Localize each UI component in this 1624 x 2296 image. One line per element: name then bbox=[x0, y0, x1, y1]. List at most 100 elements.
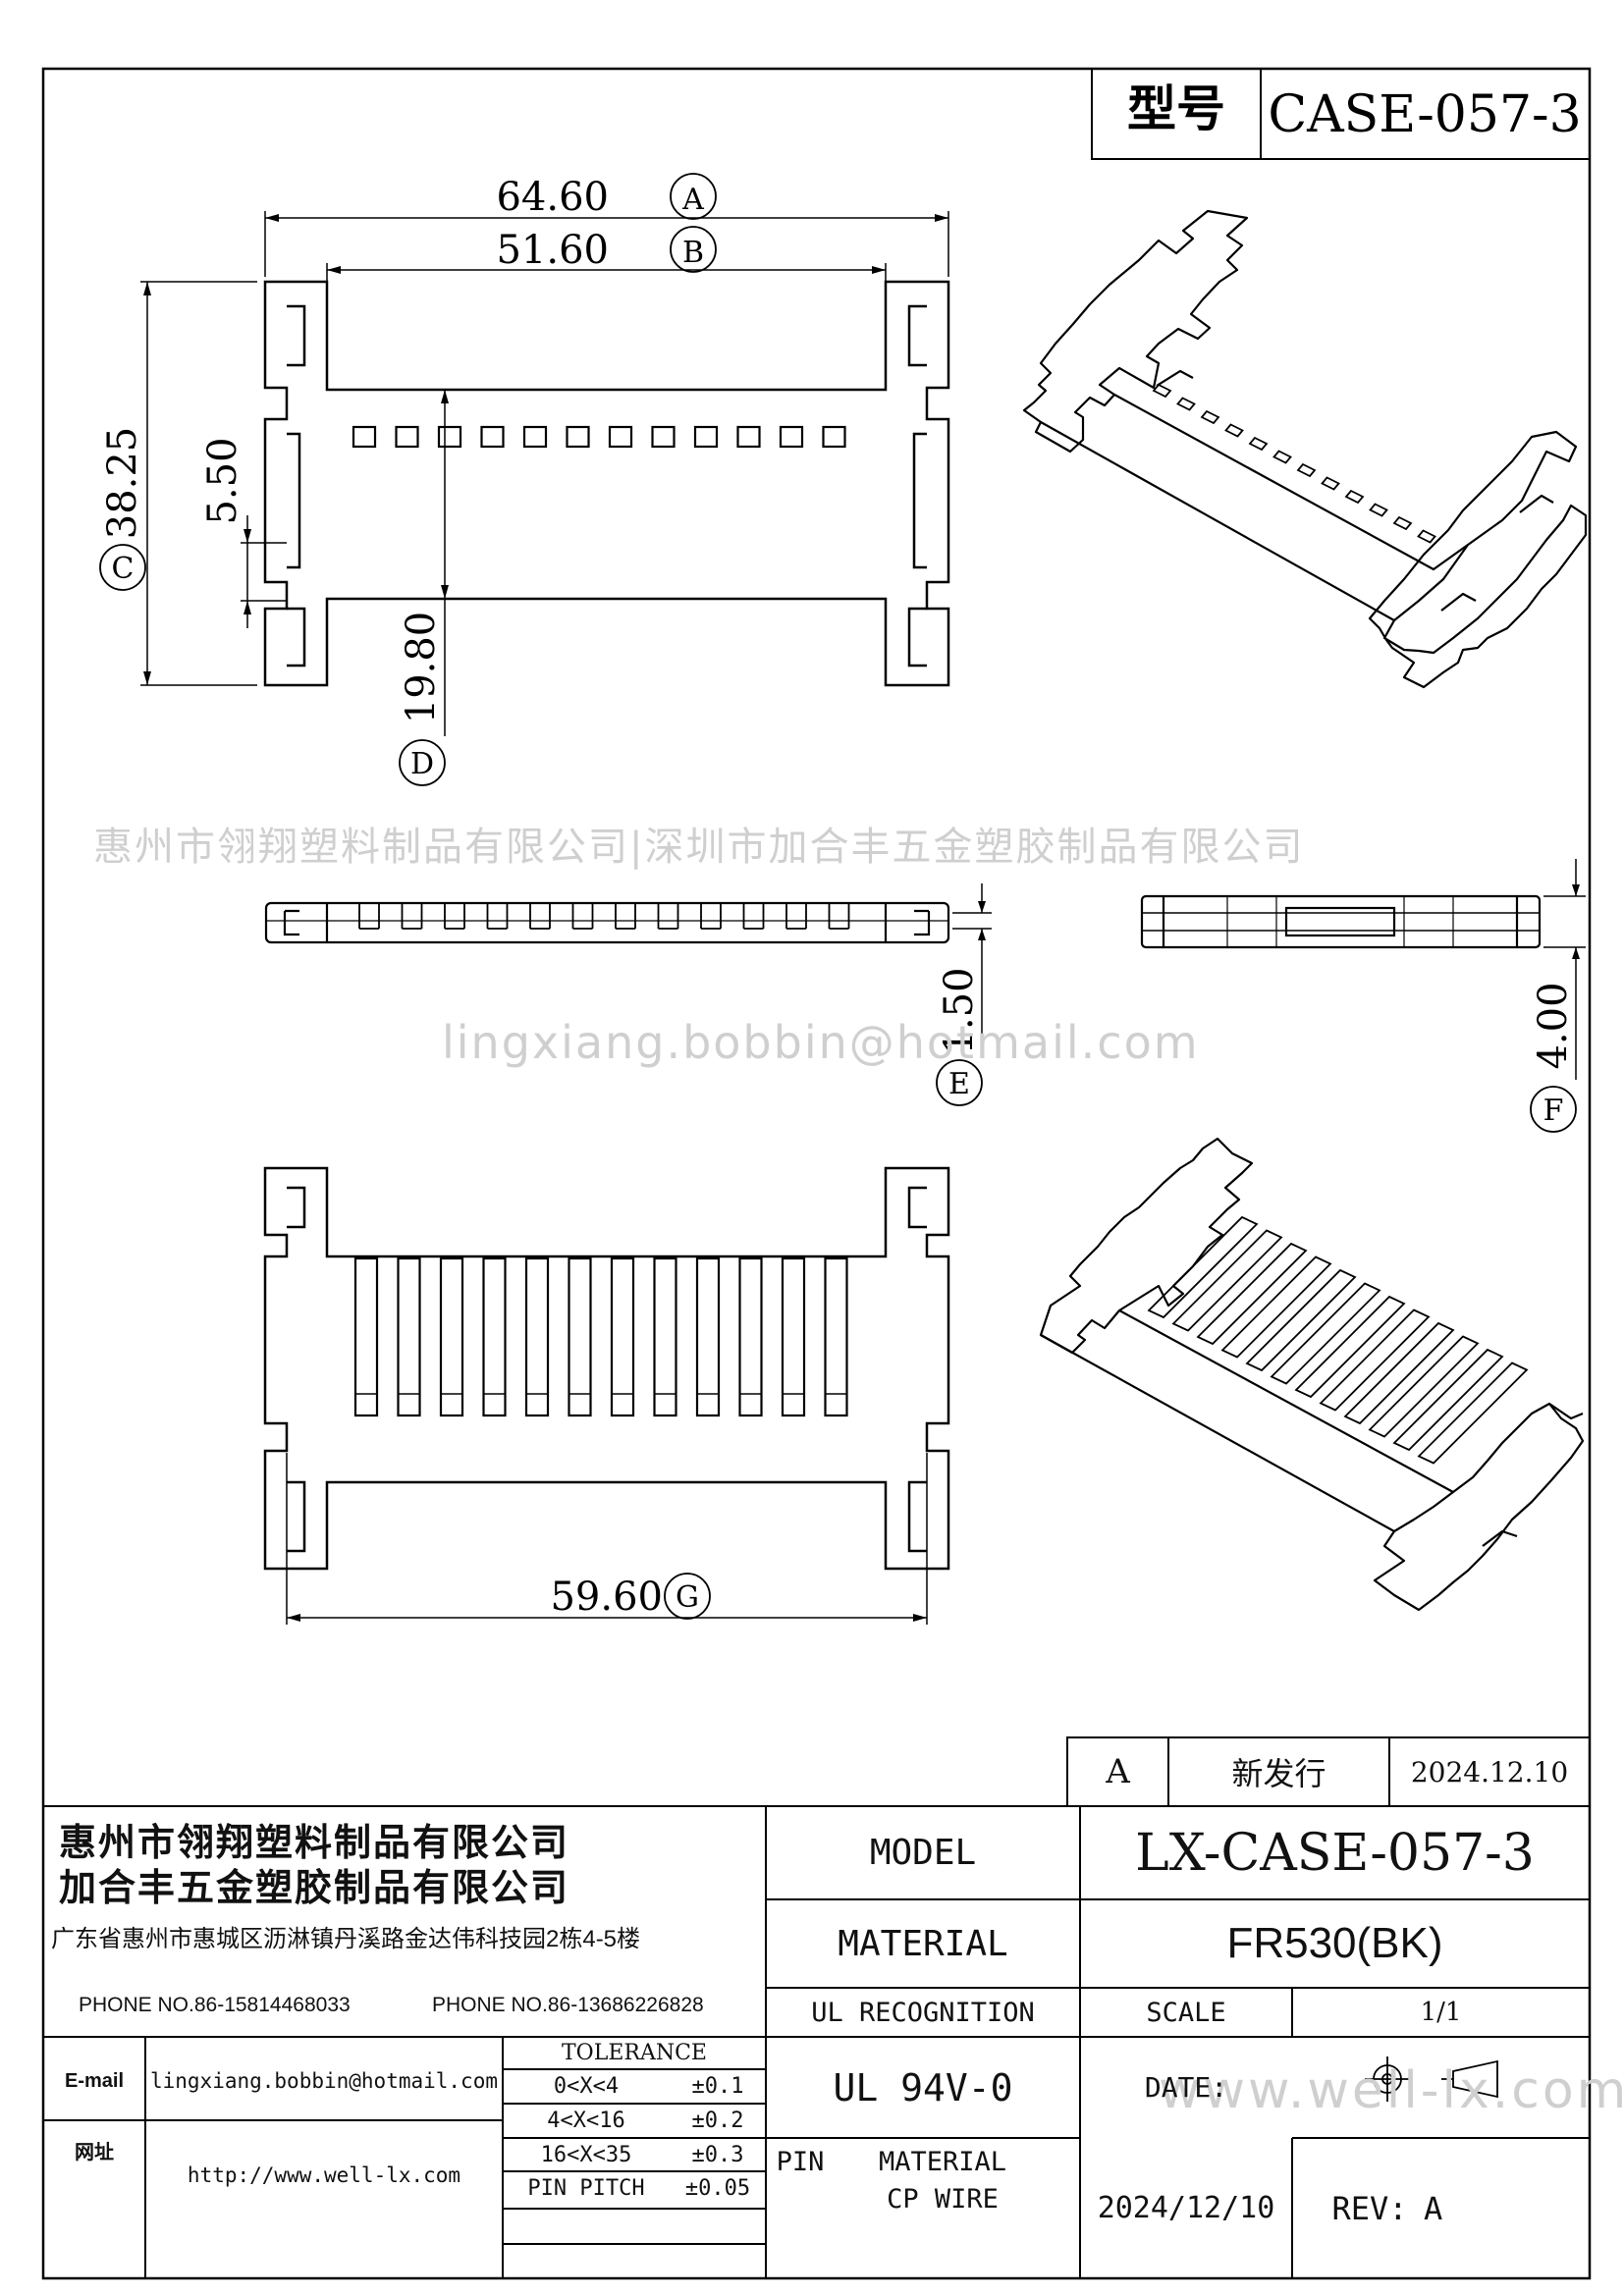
pin-hole bbox=[736, 425, 761, 449]
iso-view-top bbox=[1022, 209, 1588, 689]
datum-d-letter: D bbox=[410, 747, 434, 781]
dim-d-value: 19.80 bbox=[399, 612, 444, 724]
pin bbox=[568, 1256, 592, 1417]
side-view-right bbox=[1140, 894, 1542, 949]
iso-pin-hole bbox=[1200, 409, 1220, 425]
watermark-site: www.well-lx.com bbox=[1159, 2061, 1624, 2120]
iso-pin bbox=[1319, 1308, 1431, 1412]
pin bbox=[524, 1256, 550, 1417]
datum-f-circle bbox=[1530, 1086, 1577, 1133]
material-label: MATERIAL bbox=[838, 1923, 1008, 1964]
tolerance-range: PIN PITCH bbox=[527, 2175, 645, 2201]
pin-hole bbox=[352, 425, 377, 449]
iso-pin-hole bbox=[1296, 462, 1317, 478]
datum-e-letter: E bbox=[948, 1067, 970, 1101]
dim-g-value: 59.60 bbox=[550, 1575, 663, 1620]
dim-g-arrow-left bbox=[287, 1614, 300, 1622]
bottom-view-g-dimension bbox=[286, 1453, 928, 1625]
pin bbox=[695, 1256, 721, 1417]
datum-a-circle bbox=[670, 173, 717, 220]
pin bbox=[653, 1256, 677, 1417]
dim-f-arrow-top bbox=[1572, 884, 1580, 896]
pin bbox=[781, 1256, 806, 1417]
side-slot bbox=[742, 903, 765, 930]
watermark-email: lingxiang.bobbin@hotmail.com bbox=[442, 1016, 1200, 1069]
type-value: CASE-057-3 bbox=[1268, 85, 1581, 144]
top-view-dimension-lines bbox=[140, 211, 949, 736]
iso-pin-hole bbox=[1417, 529, 1436, 544]
side-slot bbox=[529, 903, 551, 930]
email-label: E-mail bbox=[64, 2069, 125, 2092]
datum-b-letter: B bbox=[682, 236, 704, 270]
tolerance-range: 0<X<4 bbox=[553, 2073, 620, 2099]
pin bbox=[482, 1256, 507, 1417]
model-label: MODEL bbox=[869, 1833, 977, 1873]
side-slot bbox=[486, 903, 509, 930]
iso-pin-hole bbox=[1344, 489, 1365, 505]
dim-pitch-value: 5.50 bbox=[200, 437, 245, 524]
iso-top-pin-holes bbox=[1152, 383, 1436, 544]
model-value: LX-CASE-057-3 bbox=[1135, 1823, 1535, 1883]
dim-e-arrow-top bbox=[978, 901, 986, 913]
side-slot bbox=[401, 903, 423, 930]
iso-pin-hole bbox=[1176, 397, 1196, 411]
iso-pin bbox=[1392, 1348, 1504, 1452]
side-slot bbox=[785, 903, 807, 930]
pin-hole bbox=[522, 425, 548, 449]
pin bbox=[738, 1256, 763, 1417]
tolerance-range: 16<X<35 bbox=[540, 2142, 632, 2167]
pin-hole bbox=[480, 425, 505, 449]
iso-pin bbox=[1220, 1255, 1332, 1359]
company-phone-1: PHONE NO.86-15814468033 bbox=[79, 1994, 351, 2016]
material-value: FR530(BK) bbox=[1226, 1919, 1443, 1967]
iso-bottom-pins bbox=[1147, 1215, 1529, 1465]
pin-hole bbox=[651, 425, 676, 449]
iso-pin bbox=[1196, 1242, 1308, 1346]
revision-date: 2024.12.10 bbox=[1410, 1755, 1569, 1789]
dim-c-value: 38.25 bbox=[100, 427, 145, 540]
ul-value: UL 94V-0 bbox=[833, 2065, 1013, 2109]
side-view-e-dimension bbox=[952, 883, 992, 1041]
iso-pin bbox=[1294, 1295, 1406, 1399]
iso-pin bbox=[1343, 1321, 1455, 1425]
company-name-1: 惠州市翎翔塑料制品有限公司 bbox=[59, 1822, 570, 1864]
dim-e-value: 1.50 bbox=[937, 967, 982, 1054]
dim-e-arrow-bottom bbox=[978, 929, 986, 940]
web-value: http://www.well-lx.com bbox=[187, 2163, 461, 2187]
bottom-view-outline bbox=[263, 1166, 950, 1571]
email-value: lingxiang.bobbin@hotmail.com bbox=[149, 2069, 498, 2093]
dim-f-value: 4.00 bbox=[1531, 982, 1576, 1069]
side-slot bbox=[700, 903, 722, 930]
pin-hole bbox=[693, 425, 719, 449]
dim-g-arrow-right bbox=[913, 1614, 927, 1622]
iso-pin-hole bbox=[1369, 503, 1388, 517]
side-view-left bbox=[264, 901, 950, 944]
type-label: 型号 bbox=[1127, 81, 1225, 136]
datum-d-circle bbox=[399, 739, 446, 786]
dim-b-value: 51.60 bbox=[496, 228, 609, 273]
side-slot bbox=[615, 903, 636, 930]
pin bbox=[824, 1256, 848, 1417]
tolerance-header: TOLERANCE bbox=[562, 2041, 707, 2065]
company-name-2: 加合丰五金塑胶制品有限公司 bbox=[59, 1867, 570, 1909]
pin bbox=[610, 1256, 635, 1417]
pin-hole bbox=[779, 425, 804, 449]
rev-label: REV: bbox=[1331, 2189, 1408, 2227]
drawing-border bbox=[41, 67, 1592, 2280]
iso-pin bbox=[1417, 1362, 1529, 1465]
iso-pin-hole bbox=[1224, 423, 1244, 438]
pin-hole bbox=[437, 425, 462, 449]
iso-pin-hole bbox=[1321, 476, 1340, 491]
bottom-view-pins bbox=[353, 1256, 848, 1417]
main-title-block-lines bbox=[43, 1805, 1590, 2278]
pin-wire: CP WIRE bbox=[887, 2183, 999, 2215]
watermark-company: 惠州市翎翔塑料制品有限公司|深圳市加合丰五金塑胶制品有限公司 bbox=[93, 825, 1305, 870]
revision-code: A bbox=[1106, 1752, 1130, 1791]
revision-description: 新发行 bbox=[1231, 1756, 1326, 1791]
scale-label: SCALE bbox=[1146, 1997, 1226, 2028]
datum-c-circle bbox=[99, 544, 146, 591]
side-slot bbox=[358, 903, 380, 930]
iso-view-bottom bbox=[1039, 1137, 1585, 1612]
date-value: 2024/12/10 bbox=[1097, 2191, 1275, 2225]
